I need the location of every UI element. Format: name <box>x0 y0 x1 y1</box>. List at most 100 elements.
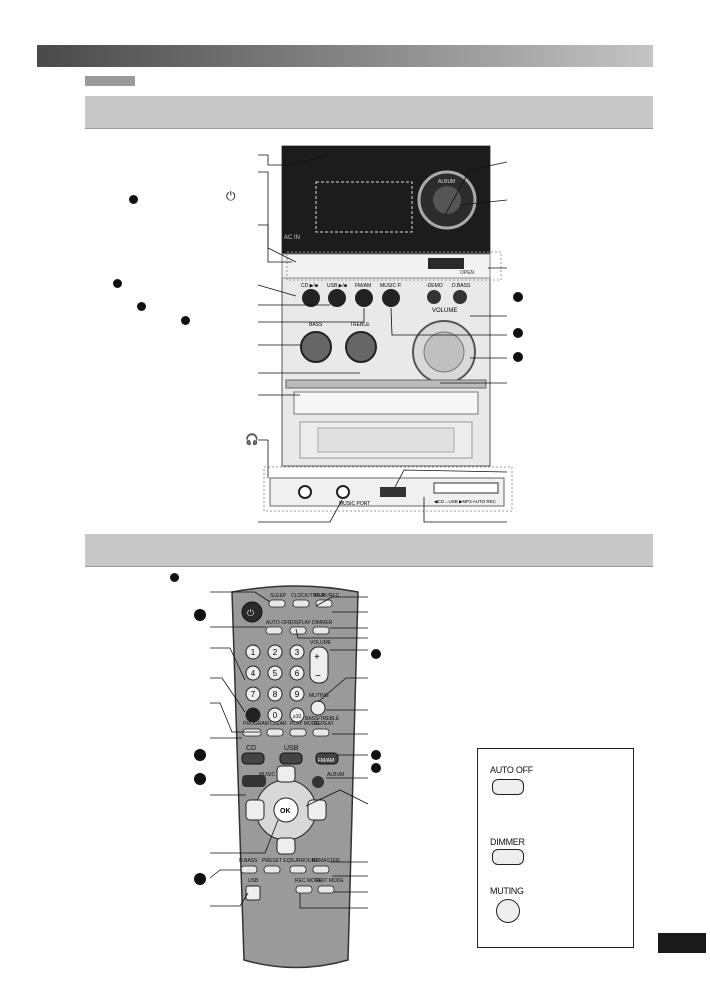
callout-bullet <box>513 328 523 338</box>
ok-label: OK <box>280 808 291 815</box>
disc-door <box>293 391 479 415</box>
vol-minus: − <box>315 671 321 682</box>
key-4: 4 <box>251 669 256 678</box>
demo-label: -DEMO <box>426 283 443 289</box>
rec-mode-label: REC MODE <box>295 878 323 884</box>
section-header-main-unit <box>85 96 653 129</box>
ok-button <box>273 797 299 823</box>
callout-bullet <box>113 279 122 288</box>
key-3: 3 <box>295 648 300 657</box>
key-0: 0 <box>273 711 278 720</box>
callout-bullet <box>371 763 381 773</box>
usb-button <box>328 289 346 307</box>
cd-r-label: CD <box>246 745 256 752</box>
sleep-label: SLEEP <box>270 593 287 599</box>
number-pad <box>245 644 305 723</box>
bass-knob <box>300 331 332 363</box>
treble-knob <box>345 331 377 363</box>
headphones-icon: 🎧 <box>245 434 259 446</box>
display-label: DISPLAY <box>290 620 311 626</box>
callout-bullet <box>513 292 523 302</box>
dbass-button <box>453 290 467 304</box>
volume-rocker <box>309 646 329 684</box>
cd-button <box>302 289 320 307</box>
music-port-label: MUSIC PORT <box>339 501 370 507</box>
inset-dimmer-button <box>492 849 524 865</box>
album-stop-button <box>312 776 324 788</box>
display-window <box>315 181 413 233</box>
play-rec-label: PLAY/REC <box>315 593 340 599</box>
key-6: 6 <box>295 669 300 678</box>
dbass-r-label: D.BASS <box>239 858 258 864</box>
clear-label: CLEAR <box>270 721 287 727</box>
callout-bullet <box>194 873 206 885</box>
usb-rec-label: ◀CD→USB ▶MP3 AUTO REC <box>434 499 497 504</box>
callout-bullet <box>137 302 146 311</box>
music-port-r-label: MUSIC PORT <box>259 772 290 778</box>
clock-timer-label: CLOCK/TIMER <box>291 593 326 599</box>
usb-r-label: USB <box>284 745 299 752</box>
volume-label: VOLUME <box>432 308 457 314</box>
open-label: OPEN <box>460 270 475 276</box>
inset-auto-off-button <box>492 779 524 795</box>
headphone-jack <box>298 485 312 499</box>
usb-label: USB ▶/■ <box>327 283 347 289</box>
repeat-label: REPEAT <box>314 721 334 727</box>
callout-bullet <box>194 749 206 761</box>
music-p-button <box>382 289 400 307</box>
edit-mode-label: EDIT MODE <box>316 878 344 884</box>
button-detail-inset: AUTO OFF DIMMER MUTING <box>477 748 634 948</box>
vol-plus: + <box>314 652 320 663</box>
cd-label: CD ▶/■ <box>301 283 318 289</box>
key-5: 5 <box>273 669 278 678</box>
power-button <box>241 601 263 623</box>
inset-dimmer-label: DIMMER <box>490 837 525 847</box>
callout-bullet <box>194 609 206 621</box>
bass-treble-label: BASS/TREBLE <box>305 716 340 722</box>
key-1: 1 <box>251 648 256 657</box>
muting-label: MUTING <box>309 693 329 699</box>
music-port-button <box>242 775 266 787</box>
usb-rec-button <box>245 885 261 901</box>
callout-bullet <box>170 573 179 582</box>
callout-bullet <box>371 649 381 659</box>
treble-label: TREBLE <box>350 322 370 328</box>
auto-off-label: AUTO OFF <box>266 620 291 626</box>
inset-muting-button <box>496 899 520 923</box>
fm-am-label: FM/AM <box>355 283 371 289</box>
page-number-box <box>658 933 706 953</box>
fm-am-r-label: FM/AM <box>318 758 334 764</box>
callout-bullet <box>129 195 138 204</box>
inset-muting-label: MUTING <box>490 886 524 896</box>
music-p-label: MUSIC P. <box>380 283 402 289</box>
callout-bullet <box>194 773 206 785</box>
power-icon: ⏻ <box>247 608 254 618</box>
play-mode-label: PLAY MODE <box>290 721 319 727</box>
inset-auto-off-label: AUTO OFF <box>490 765 533 775</box>
open-button <box>428 258 464 269</box>
album-r-label: ALBUM <box>327 772 344 778</box>
remaster-label: REMASTER <box>312 858 340 864</box>
section-header-remote <box>85 534 653 567</box>
key-2: 2 <box>273 648 278 657</box>
key-7: 7 <box>251 690 256 699</box>
program-label: PROGRAM <box>243 721 269 727</box>
music-port-jack <box>336 485 350 499</box>
key-8: 8 <box>273 690 278 699</box>
language-tag <box>85 76 135 86</box>
callout-bullet <box>371 750 381 760</box>
bass-label: BASS <box>309 322 323 328</box>
album-knob-center <box>433 186 461 214</box>
album-label: ALBUM <box>438 179 455 185</box>
vol-label: VOLUME <box>310 640 332 646</box>
dimmer-label: DIMMER <box>312 620 333 626</box>
preset-eq-label: PRESET EQ <box>262 858 291 864</box>
dbass-label: D.BASS <box>452 283 471 289</box>
main-unit-diagram: ALBUM AC IN OPEN CD ▶/■ USB ▶/■ FM/AM MU… <box>257 145 513 523</box>
power-standby-icon: ⏻ <box>226 189 236 203</box>
callout-bullet <box>513 352 523 362</box>
usb-port <box>380 487 406 497</box>
usb-bottom-label: USB <box>248 878 259 884</box>
remote-diagram: ⏻ SLEEP CLOCK/TIMER PLAY/REC AUTO OFF DI… <box>209 585 369 969</box>
page-header-bar <box>37 45 653 67</box>
